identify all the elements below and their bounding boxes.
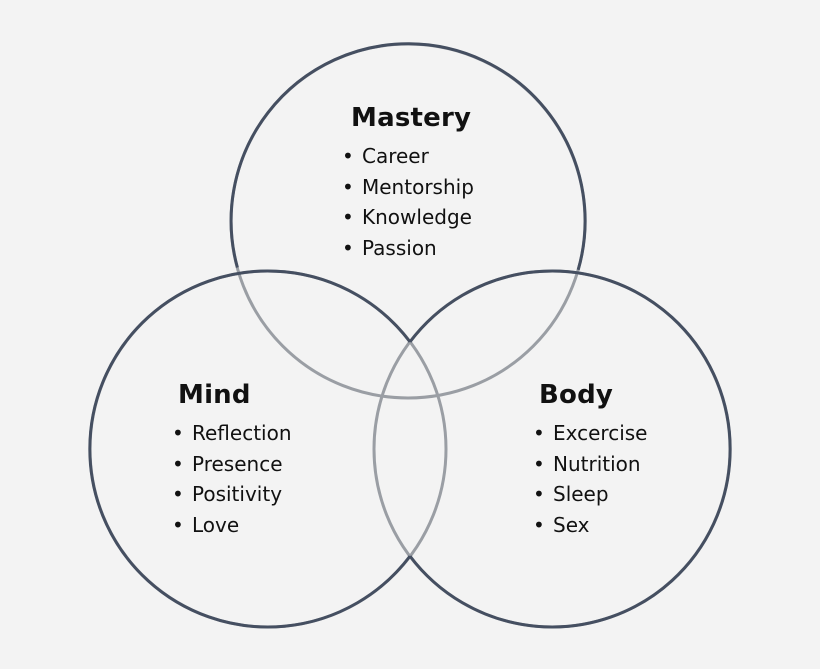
list-item: • Excercise	[533, 418, 647, 449]
mastery-group: Mastery • Career • Mentorship • Knowledge •…	[342, 103, 474, 263]
item-label: Positivity	[192, 482, 283, 506]
bullet-icon: •	[533, 421, 545, 445]
list-item: • Love	[172, 510, 292, 541]
bullet-icon: •	[342, 174, 354, 199]
list-item: • Knowledge	[342, 202, 474, 233]
item-label: Passion	[362, 235, 437, 260]
list-item: • Reflection	[172, 418, 292, 449]
item-label: Presence	[192, 451, 283, 476]
item-label: Knowledge	[362, 205, 472, 229]
list-item: • Positivity	[172, 479, 292, 510]
bullet-icon: •	[533, 482, 545, 506]
bullet-icon: •	[172, 512, 184, 537]
list-item: • Presence	[172, 449, 292, 480]
item-label: Mentorship	[362, 174, 474, 199]
bullet-icon: •	[172, 482, 184, 506]
item-label: Nutrition	[553, 451, 641, 476]
bullet-icon: •	[533, 512, 545, 537]
body-list: • Excercise • Nutrition • Sleep • Sex	[533, 418, 647, 540]
list-item: • Nutrition	[533, 449, 647, 480]
bullet-icon: •	[342, 205, 354, 229]
list-item: • Sleep	[533, 479, 647, 510]
body-group: Body • Excercise • Nutrition • Sleep • Sex	[533, 380, 647, 540]
bullet-icon: •	[533, 451, 545, 476]
mind-group: Mind • Reflection • Presence • Positivity •…	[172, 380, 292, 540]
mind-list: • Reflection • Presence • Positivity • Love	[172, 418, 292, 540]
list-item: • Mentorship	[342, 172, 474, 203]
list-item: • Career	[342, 141, 474, 172]
item-label: Sex	[553, 512, 590, 537]
bullet-icon: •	[172, 451, 184, 476]
mind-title: Mind	[178, 380, 251, 410]
list-item: • Passion	[342, 233, 474, 264]
list-item: • Sex	[533, 510, 647, 541]
mind-circle	[88, 269, 412, 629]
body-title: Body	[539, 380, 614, 410]
bullet-icon: •	[172, 421, 184, 445]
item-label: Sleep	[553, 482, 609, 506]
item-label: Excercise	[553, 421, 648, 445]
bullet-icon: •	[342, 144, 354, 168]
item-label: Reflection	[192, 421, 292, 445]
body-circle	[408, 269, 732, 629]
item-label: Career	[362, 144, 429, 168]
mastery-circle	[229, 42, 587, 271]
item-label: Love	[192, 512, 240, 537]
bullet-icon: •	[342, 235, 354, 260]
mastery-list: • Career • Mentorship • Knowledge • Passion	[342, 141, 474, 263]
mastery-title: Mastery	[351, 103, 472, 133]
